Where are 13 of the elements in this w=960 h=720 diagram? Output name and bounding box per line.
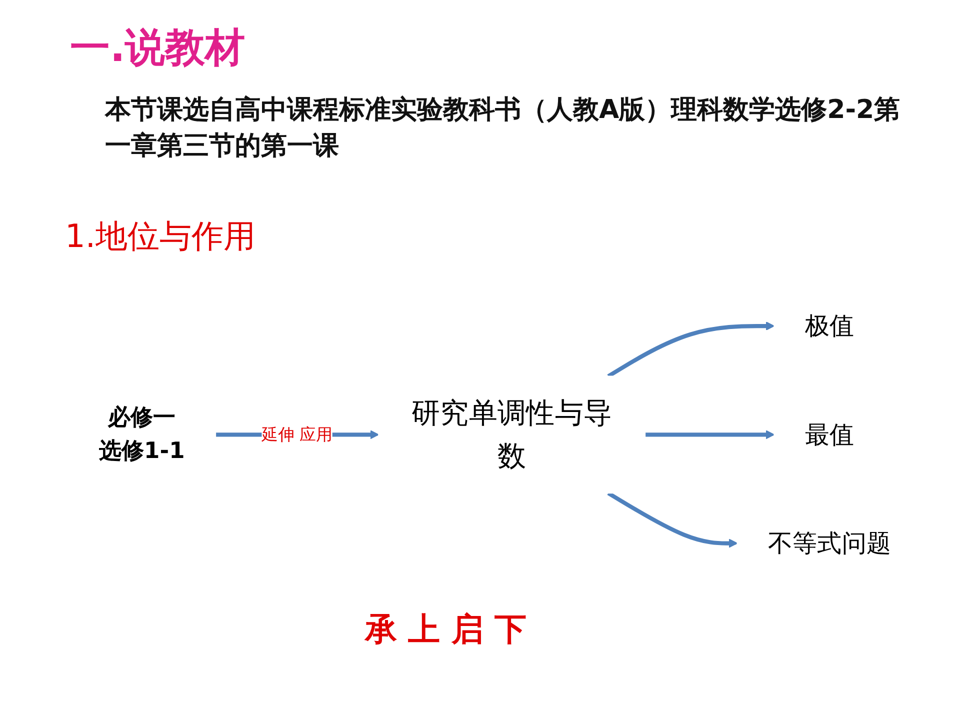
node-text: 极值 bbox=[804, 312, 854, 341]
arrow bbox=[607, 322, 775, 378]
node-text: 最值 bbox=[804, 420, 854, 450]
slide-title: 一.说教材 bbox=[70, 24, 246, 73]
node-text: 研究单调性与导数 bbox=[411, 396, 612, 473]
edge-label: 延伸 应用 bbox=[262, 424, 332, 444]
arrow bbox=[607, 492, 738, 548]
node-text: 必修一 选修1-1 bbox=[98, 405, 185, 465]
summary-text: 承 上 启 下 bbox=[365, 609, 526, 650]
arrow bbox=[645, 430, 775, 440]
section-heading: 1.地位与作用 bbox=[65, 216, 256, 257]
intro-paragraph: 本节课选自高中课程标准实验教科书（人教A版）理科数学选修2-2第一章第三节的第一课 bbox=[105, 94, 902, 164]
node-text: 不等式问题 bbox=[768, 529, 892, 558]
